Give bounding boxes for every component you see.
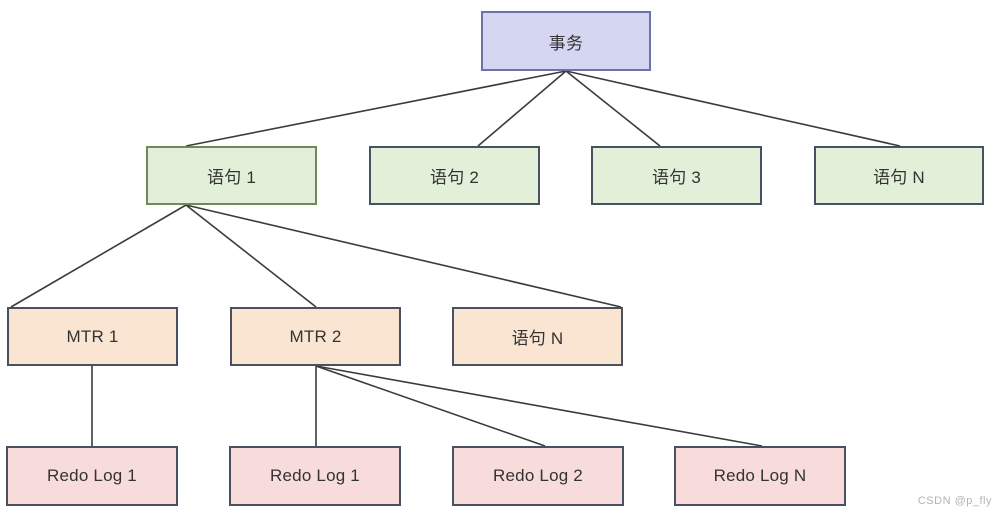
edge-statement-1-to-mtr-2 [185,204,317,308]
node-label: 语句 1 [207,168,256,187]
node-statement-3[interactable]: 语句 3 [591,146,762,205]
node-label: Redo Log 2 [493,466,583,485]
node-label: 语句 N [873,168,925,187]
node-mtr-2[interactable]: MTR 2 [230,307,401,366]
node-redo-log-n[interactable]: Redo Log N [674,446,846,506]
node-transaction[interactable]: 事务 [481,11,651,71]
node-redo-log-1b[interactable]: Redo Log 1 [229,446,401,506]
node-label: 语句 2 [430,168,479,187]
edge-transaction-to-statement-3 [565,70,661,147]
node-redo-log-1a[interactable]: Redo Log 1 [6,446,178,506]
watermark: CSDN @p_fly [917,495,992,507]
node-mtr-1[interactable]: MTR 1 [7,307,178,366]
edge-transaction-to-statement-1 [185,70,567,147]
node-label: MTR 1 [66,326,119,346]
node-label: Redo Log 1 [47,466,137,485]
edge-statement-1-to-mtr-statement-n [185,204,622,308]
edge-mtr-2-to-redo-log-n [315,365,763,447]
node-statement-n[interactable]: 语句 N [814,146,984,205]
node-statement-1[interactable]: 语句 1 [146,146,317,205]
node-label: 语句 3 [652,168,701,187]
node-statement-2[interactable]: 语句 2 [369,146,540,205]
node-label: 事务 [548,33,584,53]
edge-statement-1-to-mtr-1 [10,204,187,308]
node-label: Redo Log 1 [270,466,360,485]
node-label: 语句 N [511,329,564,348]
node-mtr-statement-n[interactable]: 语句 N [452,307,623,366]
node-label: Redo Log N [713,466,807,485]
edge-mtr-2-to-redo-log-2 [315,365,546,447]
node-label: MTR 2 [289,326,342,346]
node-redo-log-2[interactable]: Redo Log 2 [452,446,624,506]
edge-transaction-to-statement-n [565,70,901,147]
edge-transaction-to-statement-2 [477,70,567,147]
